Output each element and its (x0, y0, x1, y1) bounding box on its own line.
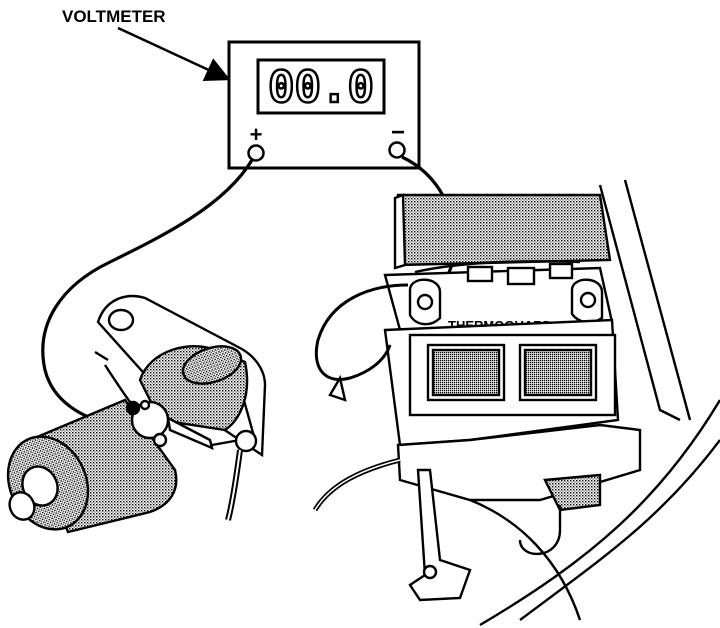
vehicle-frame (598, 184, 681, 422)
starter-stud-nut (234, 429, 258, 453)
negative-terminal-label: − (391, 119, 405, 146)
vent-cap-3 (548, 262, 574, 280)
negative-terminal (388, 141, 406, 159)
positive-battery-cable (312, 457, 401, 512)
voltmeter-callout: VOLTMETER (62, 7, 231, 81)
motor-shaft (8, 491, 36, 521)
negative-battery-cable (314, 283, 409, 381)
battery-assembly: THERMOGUARD (312, 179, 720, 627)
vent-cap-1 (466, 265, 494, 283)
battery-window-right (523, 348, 593, 397)
positive-terminal (247, 144, 265, 162)
starter-cable-lug (166, 415, 214, 451)
voltmeter-pointer-arrow (117, 26, 231, 81)
vehicle-fender (519, 439, 720, 621)
flange-bolt-hole (107, 308, 135, 332)
voltmeter-reading: 00.0 (268, 62, 374, 113)
starter-motor (6, 294, 267, 534)
vent-cap-2 (506, 266, 536, 286)
battery-cover-top (396, 193, 612, 267)
battery-window-left (431, 348, 501, 397)
voltmeter-label: VOLTMETER (62, 7, 166, 26)
positive-test-lead (41, 159, 254, 429)
hold-down-wire (414, 260, 581, 274)
positive-terminal-label: + (250, 122, 263, 147)
starter-terminal-positive (125, 400, 141, 416)
voltmeter: 00.0 + − (227, 40, 421, 170)
voltmeter-display (256, 58, 386, 115)
